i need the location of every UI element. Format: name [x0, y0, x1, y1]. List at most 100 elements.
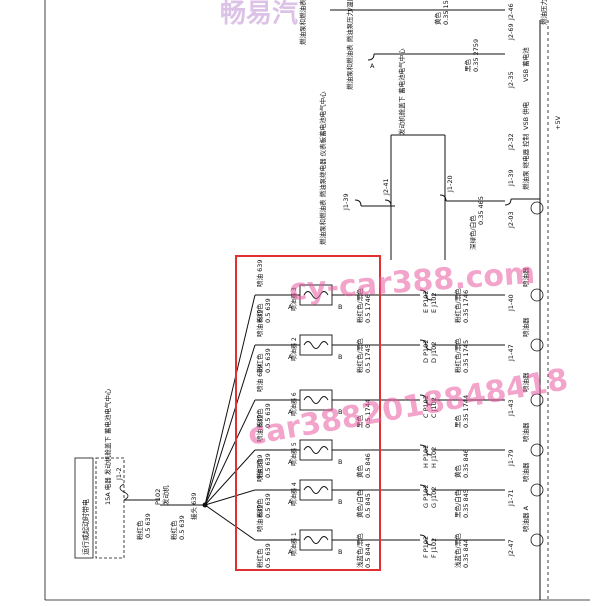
injector-name: 喷油器 5 [290, 442, 298, 466]
injector-out-spec: 0.5 844 [364, 543, 372, 568]
injector-out-color: 粉红色/黑色 [355, 288, 364, 323]
driver-transistor-icon [530, 288, 544, 302]
upper-ecm-pin: J2-03 [507, 211, 515, 229]
relay-conn2: J2-41 [382, 178, 390, 196]
coil-winding-icon [303, 446, 329, 454]
injector-out-color: 黄色 [355, 465, 364, 479]
ecm-pin: J2-47 [507, 539, 515, 557]
injector-in-spec: 0.5 639 [264, 298, 272, 323]
top-right-label: 燃油压力 传感器 [539, 0, 548, 25]
injector-in-spec: 0.5 639 [264, 348, 272, 373]
injector-term-a: A [288, 353, 293, 361]
sensor-wire-color: 黑色 [463, 59, 472, 73]
injector-in-color: 粉红色 [255, 498, 264, 518]
feed-spec-main: 0.5 639 [178, 515, 186, 540]
ecm-wire-color: 黄色 [453, 465, 462, 479]
injector-in-color: 粉红色 [255, 458, 264, 478]
relay-connector-icon [354, 199, 362, 207]
connector-icon [419, 444, 433, 456]
ecm-wire-color: 粉红色/黑色 [453, 288, 462, 323]
ecm-wire-spec: 0.35 1745 [462, 340, 470, 373]
injector-out-color: 浅蓝色/黑色 [355, 533, 364, 568]
ecm-pin: J1-79 [507, 449, 515, 467]
injector-in-wire: 喷油 639 [255, 365, 264, 392]
injector-term-a: A [288, 303, 293, 311]
injector-out-spec: 0.5 845 [364, 493, 372, 518]
injector-in-spec: 0.5 639 [264, 403, 272, 428]
injector-in-color: 粉红色 [255, 303, 264, 323]
injector-conn-p102: C P102 [422, 395, 430, 418]
injector-term-b: B [338, 548, 342, 556]
driver-transistor-icon [530, 393, 544, 407]
driver-transistor-icon [530, 443, 544, 457]
connector-icon [419, 484, 433, 496]
url-watermark: cy-car388.com [288, 256, 536, 308]
injector-in-wire: 喷油 639 [255, 310, 264, 337]
ecm-driver-label: 喷油器 [521, 462, 530, 482]
injector-name: 喷油器 6 [290, 392, 298, 416]
connector-icon [419, 339, 433, 351]
injector-name: 喷油器 4 [290, 482, 298, 506]
coil-winding-icon [303, 291, 329, 299]
vsb-label: VSB 蓄电池 [521, 47, 530, 82]
relay-label: 燃油泵和燃油表 燃油泵继电器 仪表板蓄电池电气中心 [318, 91, 327, 245]
ecm-wire-color: 黑色 [453, 415, 462, 429]
injector-out-spec: 0.5 846 [364, 453, 372, 478]
feed-spec-left: 0.5 639 [144, 513, 152, 538]
driver-transistor-icon [530, 533, 544, 547]
pump-label: 燃油泵 继电器 控制 [521, 133, 530, 190]
injector-term-b: B [338, 353, 342, 361]
injector-in-color: 粉红色 [255, 548, 264, 568]
injector-out-color: 粉红色/黑色 [355, 338, 364, 373]
plus5v-label: +5V [554, 115, 562, 130]
ecm-driver-label: 喷油器 [521, 317, 530, 337]
injector-conn-p102: E P102 [422, 291, 430, 314]
ecm-driver-label: 喷油器 [521, 267, 530, 287]
injector-out-spec: 0.5 1745 [364, 344, 372, 373]
injector-term-b: B [338, 458, 342, 466]
ecm-wire-spec: 0.35 846 [462, 449, 470, 478]
coil-winding-icon [303, 486, 329, 494]
injector-term-a: A [288, 548, 293, 556]
injector-coil-icon [299, 529, 333, 551]
ecm-wire-color: 黑色/白色 [453, 489, 462, 518]
injector-conn-j102: F J102 [430, 538, 438, 558]
feed-comp-left: 发动机 [161, 485, 170, 505]
ecm-wire-color: 粉红色/黑色 [453, 338, 462, 373]
injector-conn-j102: G J102 [430, 487, 438, 508]
coil-winding-icon [303, 536, 329, 544]
injector-conn-p102: F P102 [422, 536, 430, 558]
top-wire-spec: 0.35 1589 [442, 0, 450, 25]
relay-conn: J1-39 [342, 193, 350, 211]
ecm-wire-color: 浅蓝色/黑色 [453, 533, 462, 568]
top-conn: J2-46 [507, 3, 515, 21]
connector-icon [419, 289, 433, 301]
ecm-driver-label: 喷油器 A [521, 505, 530, 532]
splice-label: 接头 639 [189, 493, 198, 520]
feed-color-left: 粉红色 [135, 520, 144, 540]
vss-label: VSB 供电 [521, 101, 530, 130]
ecm-driver-label: 喷油器 [521, 372, 530, 392]
injector-term-b: B [338, 498, 342, 506]
injector-term-a: A [288, 408, 293, 416]
injector-term-b: B [338, 303, 342, 311]
upper-ecm-pin3: J2-32 [507, 133, 515, 151]
coil-winding-icon [303, 341, 329, 349]
injector-conn-p102: H P102 [422, 445, 430, 468]
injector-conn-j102: D J102 [430, 342, 438, 363]
fuse-box-label: 运行或起动时带电 [81, 499, 90, 555]
injector-in-spec: 0.5 639 [264, 543, 272, 568]
injector-conn-j102: C J102 [430, 397, 438, 418]
ecm-wire-spec: 0.35 1744 [462, 395, 470, 428]
driver-transistor-icon [530, 338, 544, 352]
connector-icon [419, 394, 433, 406]
sensor-wire-spec: 0.35 2759 [472, 39, 480, 72]
fuse-label: 15A 电器 发动机舱盖下 蓄电池电气中心 [103, 388, 112, 505]
ecm-pin: J1-71 [507, 489, 515, 507]
injector-term-a: A [288, 458, 293, 466]
ecm-wire-spec: 0.35 1746 [462, 290, 470, 323]
pump-driver-icon [530, 201, 544, 215]
injector-in-wire: 喷油 639 [255, 455, 264, 482]
